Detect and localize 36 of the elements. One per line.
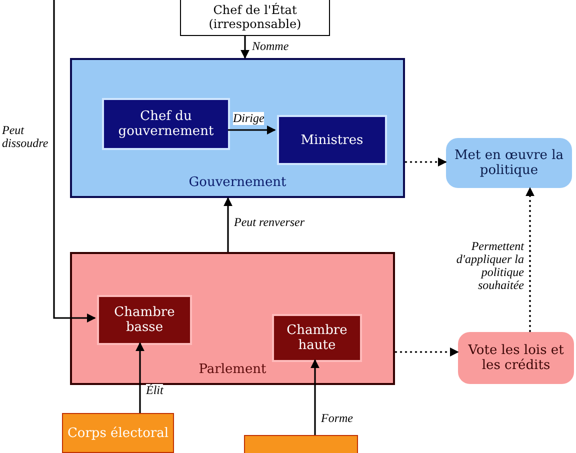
edge-label: Peut dissoudre <box>2 124 50 150</box>
empty-box <box>244 435 358 453</box>
arrow <box>53 0 96 322</box>
group-title: Parlement <box>198 362 266 377</box>
node-label: Met en œuvre la politique <box>453 148 565 178</box>
edge-label: Nomme <box>252 40 289 53</box>
arrow <box>310 359 320 435</box>
dotted-arrow <box>405 158 447 166</box>
rounded-box <box>458 332 574 384</box>
node-label: Vote les lois et les crédits <box>467 343 565 373</box>
node-label: Chambre basse <box>113 305 176 335</box>
node-label: Chambre haute <box>286 323 348 353</box>
edge-label: Élit <box>146 384 164 397</box>
head-of-state-box <box>180 0 330 36</box>
arrow <box>240 36 250 59</box>
rounded-box <box>446 138 572 188</box>
dotted-arrow <box>395 348 459 356</box>
edge-label: Peut renverser <box>234 216 305 229</box>
arrow <box>136 342 144 413</box>
group-title: Gouvernement <box>188 175 286 190</box>
node-label: Chef de l'État (irresponsable) <box>208 3 302 31</box>
source-box <box>62 413 174 453</box>
group-panel <box>70 252 395 385</box>
arrow <box>224 197 232 252</box>
process-box <box>102 98 230 150</box>
edge-label: Dirige <box>233 112 264 125</box>
node-label: Chef du gouvernement <box>117 109 215 139</box>
node-label: Corps électoral <box>67 426 169 440</box>
process-box <box>272 314 362 362</box>
node-label: Ministres <box>300 132 364 148</box>
dotted-arrow <box>526 187 534 332</box>
edge-label: Forme <box>321 412 353 425</box>
group-panel <box>70 58 405 198</box>
arrow <box>228 126 276 134</box>
process-box <box>97 295 192 345</box>
process-box <box>277 115 387 165</box>
